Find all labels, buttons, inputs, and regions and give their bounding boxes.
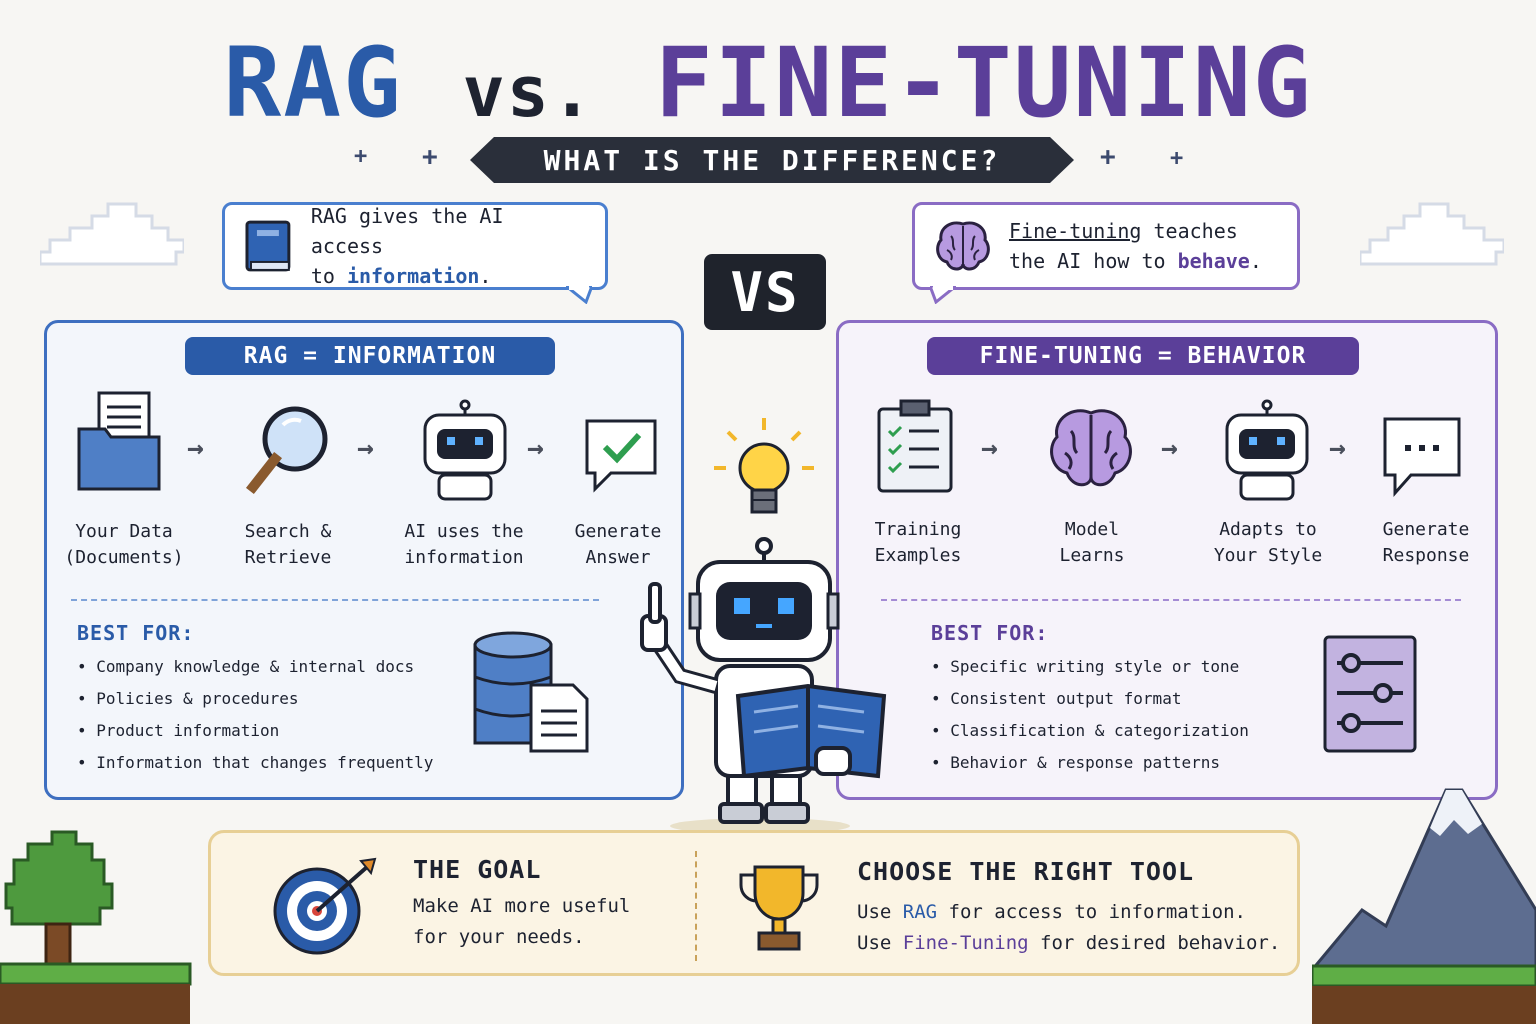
divider bbox=[695, 851, 697, 961]
trophy-icon bbox=[739, 865, 819, 951]
robot-mascot-icon bbox=[640, 537, 887, 834]
magnifier-icon bbox=[245, 406, 328, 495]
arrow-icon: → bbox=[187, 431, 204, 464]
database-icon bbox=[473, 631, 589, 753]
brain-icon bbox=[1050, 409, 1132, 487]
rag-bubble-highlight: information bbox=[346, 264, 480, 288]
arrow-icon: → bbox=[357, 431, 374, 464]
rag-speech-bubble: RAG gives the AI access to information. bbox=[222, 202, 608, 290]
rag-step-label: Your Data(Documents) bbox=[64, 521, 184, 568]
robot-icon bbox=[1225, 399, 1309, 501]
ft-best-for-list: Specific writing style or tone Consisten… bbox=[931, 651, 1249, 779]
subtitle-banner: WHAT IS THE DIFFERENCE? bbox=[470, 137, 1074, 183]
sparkle-icon: + bbox=[1100, 142, 1116, 172]
list-item: Company knowledge & internal docs bbox=[77, 651, 433, 683]
cloud-icon bbox=[40, 202, 184, 266]
sparkle-icon: + bbox=[1170, 146, 1184, 171]
ft-panel-header: FINE-TUNING = BEHAVIOR bbox=[927, 337, 1359, 375]
arrow-icon: → bbox=[981, 431, 998, 464]
speech-check-icon bbox=[585, 419, 657, 493]
list-item: Policies & procedures bbox=[77, 683, 433, 715]
cloud-icon bbox=[1360, 202, 1504, 266]
sliders-icon bbox=[1323, 635, 1417, 753]
bubble-tail bbox=[930, 286, 956, 304]
tree-icon bbox=[0, 830, 192, 1024]
bubble-tail bbox=[566, 286, 592, 304]
ft-speech-bubble: Fine-tuning teaches the AI how to behave… bbox=[912, 202, 1300, 290]
page-title: RAG vs. FINE-TUNING bbox=[0, 28, 1536, 147]
vs-badge: VS bbox=[704, 254, 826, 330]
arrow-icon: → bbox=[527, 431, 544, 464]
rag-step-label: Search &Retrieve bbox=[244, 521, 332, 568]
mountain-icon bbox=[1312, 788, 1536, 1024]
clipboard-checklist-icon bbox=[877, 399, 953, 493]
divider bbox=[71, 599, 599, 601]
title-vs: vs. bbox=[462, 51, 596, 133]
rag-bubble-line1: RAG gives the AI access bbox=[310, 204, 504, 258]
speech-ellipsis-icon bbox=[1383, 417, 1461, 497]
lightbulb-icon bbox=[714, 418, 814, 514]
choose-text: Use RAG for access to information. Use F… bbox=[857, 901, 1281, 954]
brain-icon bbox=[936, 221, 990, 271]
title-rag: RAG bbox=[223, 27, 403, 139]
sparkle-icon: + bbox=[422, 142, 438, 172]
arrow-icon: → bbox=[1161, 431, 1178, 464]
robot-icon bbox=[423, 399, 507, 501]
ft-bubble-highlight2: behave bbox=[1177, 249, 1250, 273]
list-item: Product information bbox=[77, 715, 433, 747]
list-item: Behavior & response patterns bbox=[931, 747, 1249, 779]
list-item: Specific writing style or tone bbox=[931, 651, 1249, 683]
title-fine-tuning: FINE-TUNING bbox=[654, 27, 1313, 139]
list-item: Information that changes frequently bbox=[77, 747, 433, 779]
goal-title: THE GOAL bbox=[413, 855, 542, 884]
choose-title: CHOOSE THE RIGHT TOOL bbox=[857, 857, 1195, 886]
book-icon bbox=[245, 220, 291, 272]
arrow-icon: → bbox=[1329, 431, 1346, 464]
sparkle-icon: + bbox=[354, 144, 368, 169]
list-item: Consistent output format bbox=[931, 683, 1249, 715]
rag-best-for-title: BEST FOR: bbox=[77, 621, 195, 645]
rag-panel: RAG = INFORMATION → → → Your Data(Docume… bbox=[44, 320, 684, 800]
rag-panel-header: RAG = INFORMATION bbox=[185, 337, 555, 375]
rag-best-for-list: Company knowledge & internal docs Polici… bbox=[77, 651, 433, 779]
target-icon bbox=[273, 857, 377, 955]
divider bbox=[881, 599, 1461, 601]
list-item: Classification & categorization bbox=[931, 715, 1249, 747]
ft-best-for-title: BEST FOR: bbox=[931, 621, 1049, 645]
folder-documents-icon bbox=[77, 391, 161, 491]
ft-bubble-highlight: Fine-tuning bbox=[1009, 219, 1142, 243]
